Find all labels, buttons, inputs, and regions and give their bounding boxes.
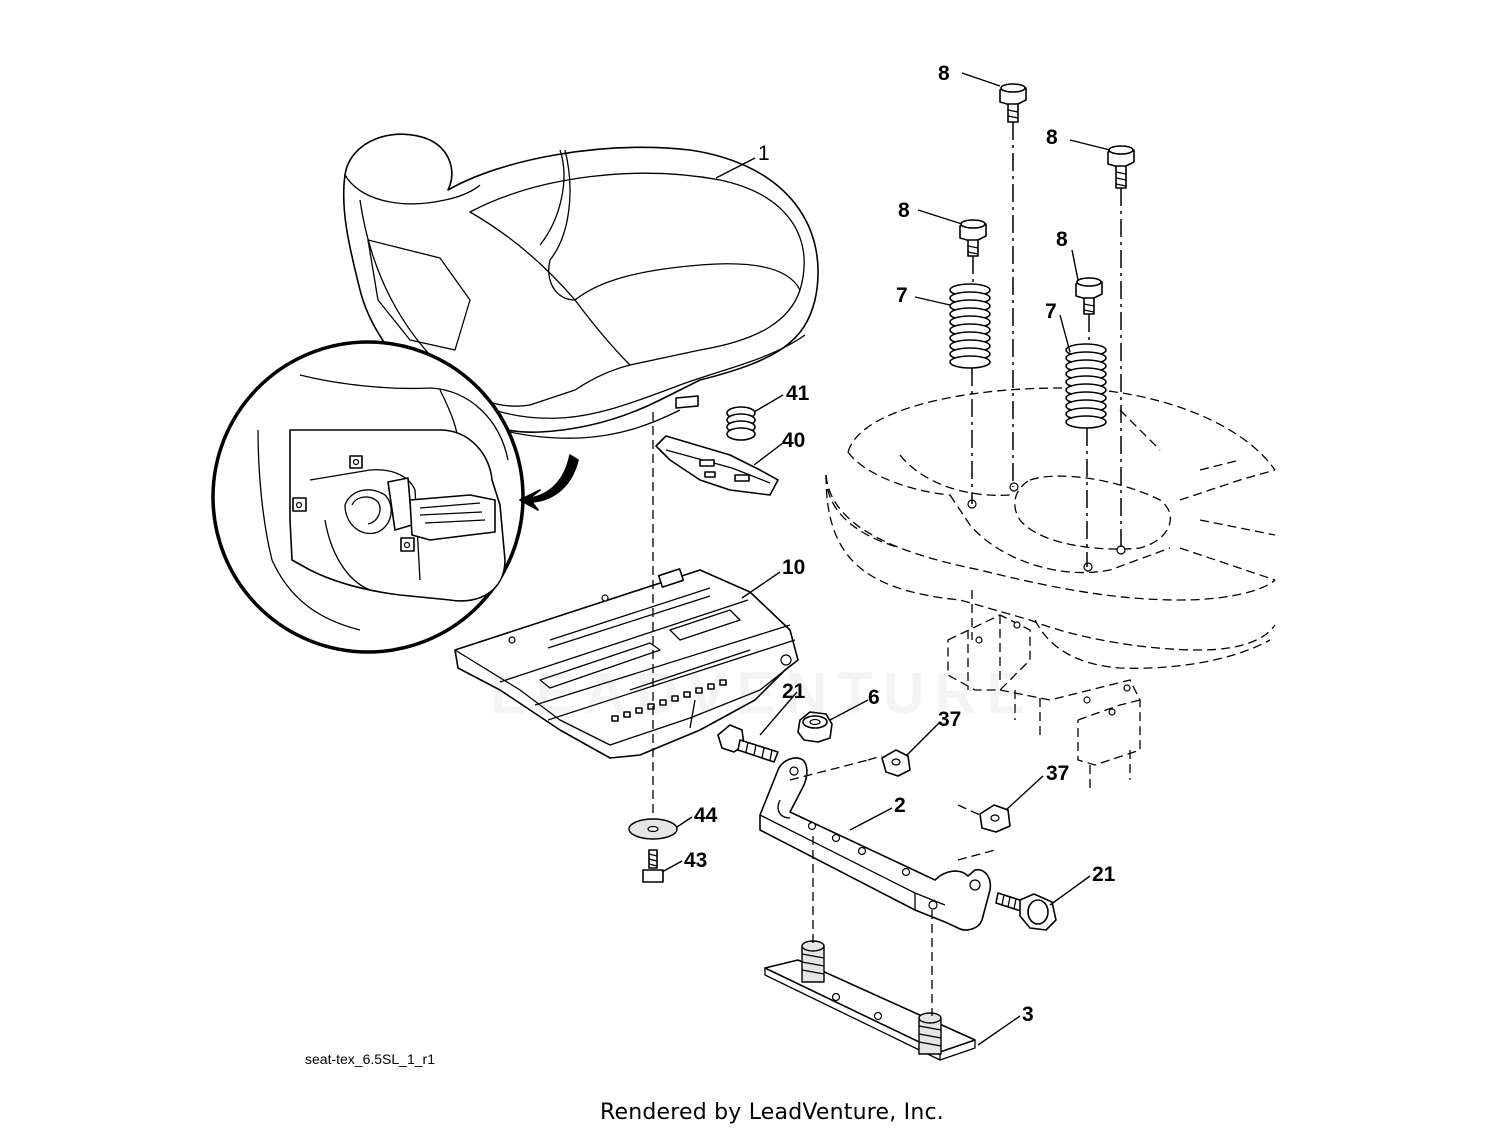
nut-37-b-part [979,804,1011,833]
callout-bolt-21-left: 21 [782,680,806,703]
callout-clip-40: 40 [782,429,805,452]
fender-mount-holes [967,482,1126,572]
bolt-8-a-part [999,83,1027,123]
callout-nut-37-b: 37 [1046,762,1069,785]
callout-bolt-8-a: 8 [938,62,950,85]
callout-bolt-8-d: 8 [1056,228,1068,251]
bolt-8-b-part [1107,145,1135,189]
callout-spring-right: 7 [1045,300,1057,323]
callout-bolt-8-b: 8 [1046,126,1058,149]
detail-magnifier [211,340,579,654]
callout-seat: 1 [758,142,770,165]
nut-37-a-part [881,749,911,777]
seat-part [342,133,819,439]
callout-base-plate: 3 [1022,1003,1034,1026]
callout-bolt-8-c: 8 [898,199,910,222]
callout-labels: 1 8 8 8 8 7 7 41 40 10 21 6 37 37 2 44 4… [684,62,1116,1026]
callout-spring-41: 41 [786,382,810,405]
clip-part [655,435,779,496]
washer-part [628,818,678,840]
callout-spring-left: 7 [896,284,908,307]
bolt-21-right-part [995,892,1057,931]
seat-pan-slot-row [611,679,727,722]
callout-nut-6: 6 [868,686,880,709]
callout-seat-pan: 10 [782,556,805,579]
base-plate-part [764,940,976,1061]
callout-bracket: 2 [894,794,906,817]
fender-frame-outline [825,387,1276,669]
leader-lines [661,72,1111,1046]
spring-right-part [1065,343,1107,429]
diagram-reference-code: seat-tex_6.5SL_1_r1 [305,1051,435,1067]
bolt-8-d-part [1075,277,1103,315]
callout-washer-44: 44 [694,804,718,827]
nut-6-part [797,711,833,743]
small-spring-part [726,406,756,441]
render-credit: Rendered by LeadVenture, Inc. [600,1100,944,1125]
bolt-8-c-part [959,219,987,257]
callout-nut-37-a: 37 [938,708,961,731]
bolt-21-left-part [717,724,779,763]
alignment-lines [652,122,1122,1016]
frame-bracket-outline [947,614,1141,790]
callout-bolt-21-right: 21 [1092,863,1116,886]
watermark: LEADVENTURE [490,661,1036,726]
seat-pan-part [454,568,799,759]
spring-left-part [949,283,991,369]
callout-bolt-43: 43 [684,849,707,872]
bolt-43-part [642,849,664,883]
bracket-part [759,757,992,931]
